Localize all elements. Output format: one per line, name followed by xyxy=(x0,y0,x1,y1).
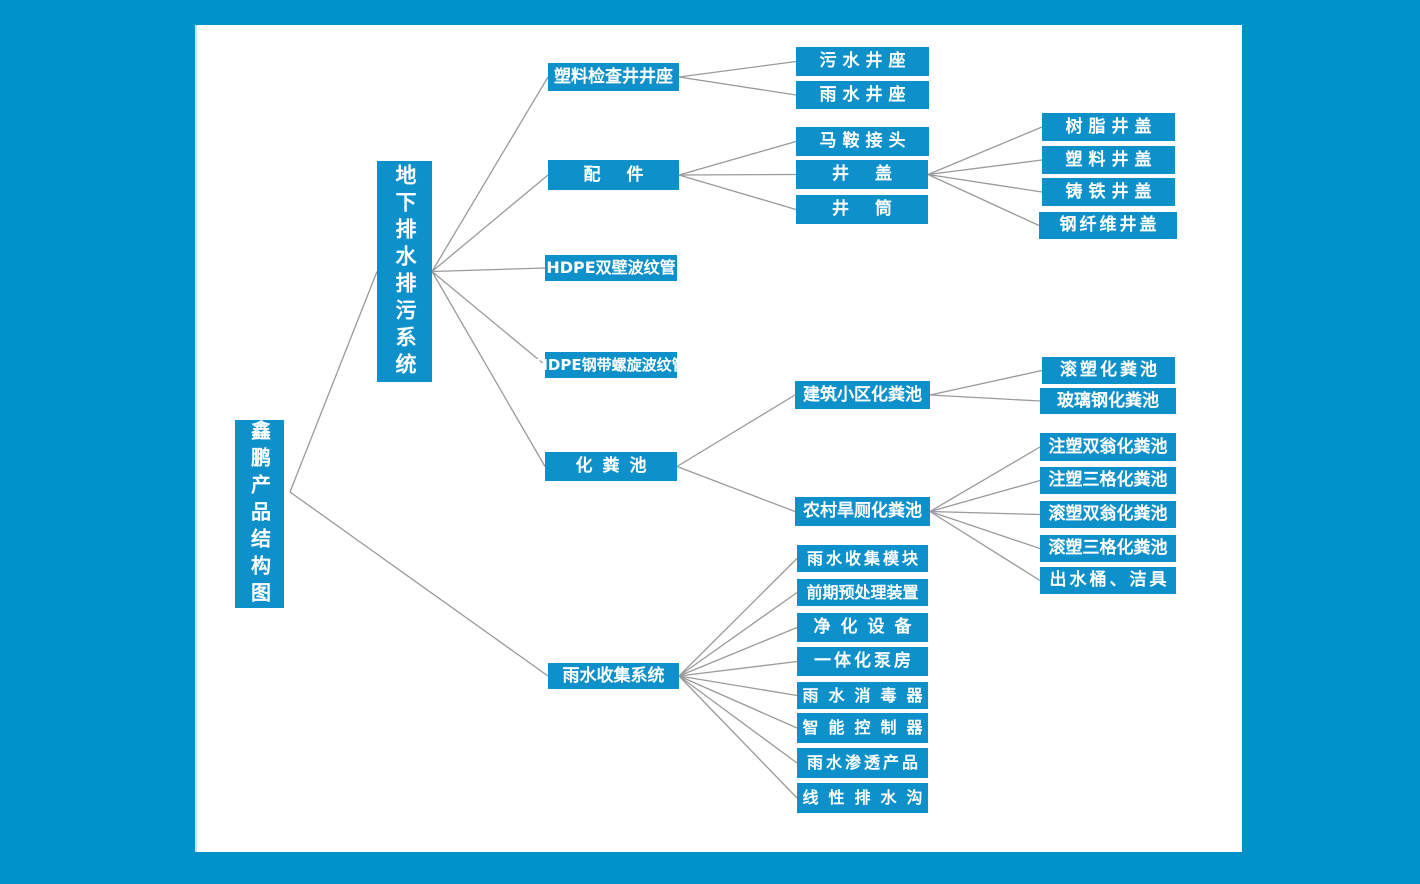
node-sys: 地下排水排污系统 xyxy=(377,161,432,382)
node-roto_urn: 滚塑双翁化粪池 xyxy=(1040,501,1176,528)
node-resin_cover: 树脂井盖 xyxy=(1042,113,1175,141)
node-inj_three: 注塑三格化粪池 xyxy=(1040,467,1176,494)
node-inj_urn: 注塑双翁化粪池 xyxy=(1040,433,1176,461)
node-disinfect: 雨水消毒器 xyxy=(797,682,928,709)
node-fittings: 配件 xyxy=(548,160,679,190)
node-rural_septic: 农村旱厕化粪池 xyxy=(795,497,930,526)
node-rainsys: 雨水收集系统 xyxy=(548,663,679,689)
node-rain_seat: 雨水井座 xyxy=(796,81,929,109)
node-roto_septic: 滚塑化粪池 xyxy=(1042,357,1175,384)
node-fiber_cover: 钢纤维井盖 xyxy=(1039,212,1177,239)
node-sewage_seat: 污水井座 xyxy=(796,47,929,76)
node-rain_module: 雨水收集模块 xyxy=(797,545,928,572)
node-purify: 净化设备 xyxy=(797,613,928,642)
node-community_septic: 建筑小区化粪池 xyxy=(795,381,930,409)
node-root: 鑫鹏产品结构图 xyxy=(235,420,284,609)
node-bucket: 出水桶、洁具 xyxy=(1040,567,1176,594)
node-saddle: 马鞍接头 xyxy=(796,127,929,156)
node-hdpe_steel: HDPE钢带螺旋波纹管 xyxy=(535,352,687,378)
node-pump: 一体化泵房 xyxy=(797,647,928,676)
node-controller: 智能控制器 xyxy=(797,713,928,743)
node-cover: 井盖 xyxy=(796,160,928,189)
node-hdpe_double: HDPE双壁波纹管 xyxy=(545,255,677,281)
node-shaft: 井筒 xyxy=(796,195,928,224)
node-plastic_cover: 塑料井盖 xyxy=(1042,146,1175,174)
node-frp_septic: 玻璃钢化粪池 xyxy=(1040,388,1176,414)
node-infiltration: 雨水渗透产品 xyxy=(797,748,928,778)
node-inspection: 塑料检查井井座 xyxy=(548,63,679,91)
node-iron_cover: 铸铁井盖 xyxy=(1042,178,1175,206)
node-pretreat: 前期预处理装置 xyxy=(797,579,928,606)
node-drain: 线性排水沟 xyxy=(797,783,928,813)
node-septic: 化粪池 xyxy=(545,452,677,481)
node-roto_three: 滚塑三格化粪池 xyxy=(1040,535,1176,562)
